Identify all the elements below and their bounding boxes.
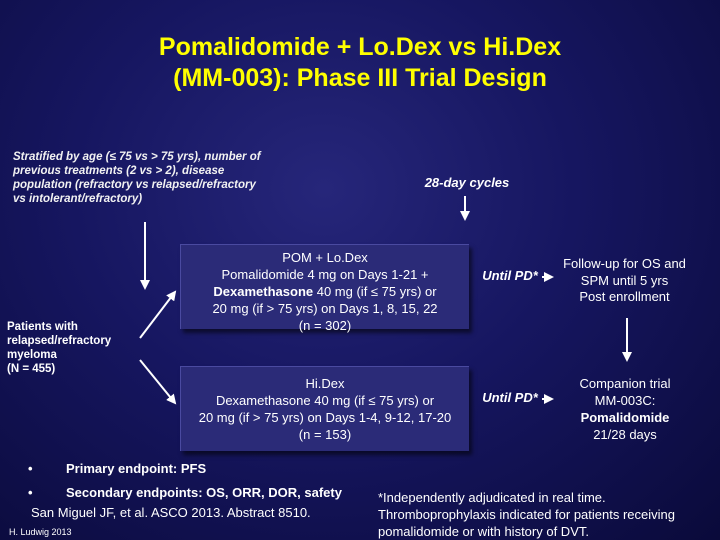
pom-dose-label: 4 mg on Days 1-21 +	[303, 267, 429, 282]
hidex-arm-title: Hi.Dex	[305, 376, 345, 391]
cycles-label: 28-day cycles	[424, 175, 510, 190]
pom-drug-label: Pomalidomide	[221, 267, 304, 282]
pom-arm-line-3: 20 mg (if > 75 yrs) on Days 1, 8, 15, 22	[212, 301, 438, 316]
followup-line-2: SPM until 5 yrs	[580, 272, 669, 288]
companion-line-1: Companion trial	[579, 376, 671, 391]
hidex-drug-label: Dexamethasone	[215, 393, 311, 408]
pom-arm-line-1: Pomalidomide 4 mg on Days 1-21 +	[181, 266, 469, 283]
until-pd-label-1: Until PD*	[482, 268, 538, 283]
randomize-arrow-up	[139, 290, 177, 339]
endpoints-list: • Primary endpoint: PFS • Secondary endp…	[28, 460, 388, 508]
dex-drug-label: Dexamethasone	[213, 284, 314, 299]
list-item: • Secondary endpoints: OS, ORR, DOR, saf…	[28, 484, 388, 508]
stratification-line-4: vs intolerant/refractory)	[13, 193, 143, 205]
until-pd-label-2: Until PD*	[482, 390, 538, 405]
hidex-dose-label: 40 mg (if ≤ 75 yrs) or	[310, 393, 435, 408]
footnote: *Independently adjudicated in real time.…	[378, 489, 713, 540]
followup-line-3: Post enrollment	[579, 289, 670, 304]
patients-line-4: (N = 455)	[7, 363, 56, 375]
title-line-2: (MM-003): Phase III Trial Design	[173, 64, 547, 92]
pom-arm-line-2: Dexamethasone 40 mg (if ≤ 75 yrs) or	[181, 283, 469, 300]
pom-arm-n: (n = 302)	[298, 318, 352, 333]
stratification-line-2: previous treatments (2 vs > 2), disease	[13, 165, 225, 177]
hidex-arm-box: Hi.Dex Dexamethasone 40 mg (if ≤ 75 yrs)…	[180, 366, 469, 451]
companion-line-4: 21/28 days	[593, 427, 657, 442]
followup-note: Follow-up for OS and SPM until 5 yrs Pos…	[552, 256, 697, 306]
author-credit: H. Ludwig 2013	[9, 527, 72, 537]
companion-trial-note: Companion trial MM-003C: Pomalidomide 21…	[550, 375, 700, 443]
slide-title: Pomalidomide + Lo.Dex vs Hi.Dex (MM-003)…	[0, 32, 720, 94]
randomize-arrow-down	[139, 359, 177, 405]
title-line-1: Pomalidomide + Lo.Dex vs Hi.Dex	[158, 33, 562, 61]
patients-line-2: relapsed/refractory	[7, 335, 112, 347]
patients-line-1: Patients with	[7, 321, 78, 333]
footnote-line-3: pomalidomide or with history of DVT.	[378, 524, 589, 539]
patients-line-3: myeloma	[7, 349, 57, 361]
pom-lodex-arm-box: POM + Lo.Dex Pomalidomide 4 mg on Days 1…	[180, 244, 469, 333]
stratification-line-1: Stratified by age (≤ 75 vs > 75 yrs), nu…	[13, 151, 261, 163]
bullet-icon: •	[28, 485, 33, 500]
hidex-arm-n: (n = 153)	[298, 427, 352, 442]
companion-line-3: Pomalidomide	[580, 410, 670, 425]
stratification-note: Stratified by age (≤ 75 vs > 75 yrs), nu…	[13, 150, 298, 206]
companion-line-2: MM-003C:	[594, 393, 656, 408]
citation: San Miguel JF, et al. ASCO 2013. Abstrac…	[31, 505, 311, 520]
patients-label: Patients with relapsed/refractory myelom…	[7, 320, 127, 376]
secondary-endpoint-text: Secondary endpoints: OS, ORR, DOR, safet…	[66, 485, 342, 500]
footnote-line-1: *Independently adjudicated in real time.	[378, 490, 606, 505]
footnote-line-2: Thromboprophylaxis indicated for patient…	[378, 507, 675, 522]
dex-dose-label: 40 mg (if ≤ 75 yrs) or	[313, 284, 437, 299]
list-item: • Primary endpoint: PFS	[28, 460, 388, 484]
pom-arm-title: POM + Lo.Dex	[282, 250, 368, 265]
hidex-arm-line-2: 20 mg (if > 75 yrs) on Days 1-4, 9-12, 1…	[198, 410, 452, 425]
bullet-icon: •	[28, 461, 33, 476]
stratification-line-3: population (refractory vs relapsed/refra…	[13, 179, 256, 191]
hidex-arm-line-1: Dexamethasone 40 mg (if ≤ 75 yrs) or	[181, 392, 469, 409]
primary-endpoint-text: Primary endpoint: PFS	[66, 461, 207, 476]
followup-line-1: Follow-up for OS and	[563, 256, 686, 271]
